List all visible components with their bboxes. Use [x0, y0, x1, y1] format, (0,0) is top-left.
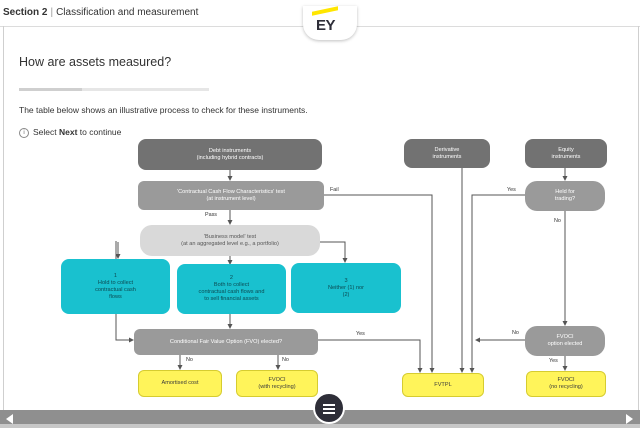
- page-title: How are assets measured?: [19, 55, 172, 69]
- intro-text: The table below shows an illustrative pr…: [19, 105, 308, 115]
- section-subtitle: Classification and measurement: [56, 7, 199, 18]
- debt-instruments-box: Debt instruments (including hybrid contr…: [138, 139, 322, 170]
- hamburger-menu-icon: [323, 408, 335, 410]
- pass-label: Pass: [205, 212, 217, 218]
- held-for-trading-box: Held for trading?: [525, 181, 605, 211]
- contractual-cash-flow-test-box: 'Contractual Cash Flow Characteristics' …: [138, 181, 324, 210]
- title-separator: |: [50, 7, 54, 18]
- progress-fill: [19, 88, 82, 91]
- fvoci-with-recycling-box: FVOCI (with recycling): [236, 370, 318, 397]
- derivative-instruments-box: Derivative instruments: [404, 139, 490, 168]
- business-model-test-box: 'Business model' test (at an aggregated …: [140, 225, 320, 256]
- fvo-no-label: No: [186, 357, 193, 363]
- option-no-label: No: [512, 330, 519, 336]
- fvoci-no-recycling-box: FVOCI (no recycling): [526, 371, 606, 397]
- instruction-text: i Select Next to continue: [19, 127, 121, 138]
- fvtpl-box: FVTPL: [402, 373, 484, 397]
- next-arrow-icon[interactable]: [626, 414, 633, 424]
- section-number: Section 2: [3, 7, 48, 18]
- fvoci-option-elected-box: FVOCI option elected: [525, 326, 605, 356]
- ey-logo-text: EY: [316, 17, 336, 34]
- fvoci-no-label: No: [282, 357, 289, 363]
- prev-arrow-icon[interactable]: [6, 414, 13, 424]
- progress-bar: [19, 88, 209, 91]
- fair-value-option-box: Conditional Fair Value Option (FVO) elec…: [134, 329, 318, 355]
- trading-yes-label: Yes: [507, 187, 516, 193]
- hold-to-collect-and-sell-box: 2 Both to collect contractual cash flows…: [177, 264, 286, 314]
- instruction-next: Next: [59, 127, 78, 137]
- hamburger-menu-icon: [323, 412, 335, 414]
- fail-label: Fail: [330, 187, 339, 193]
- equity-instruments-box: Equity instruments: [525, 139, 607, 168]
- instruction-prefix: Select: [33, 127, 59, 137]
- hamburger-menu-icon: [323, 404, 335, 406]
- neither-box: 3 Neither (1) nor (2): [291, 263, 401, 313]
- hold-to-collect-box: 1 Hold to collect contractual cash flows: [61, 259, 170, 314]
- menu-button[interactable]: [313, 392, 345, 424]
- fvo-yes-label: Yes: [356, 331, 365, 337]
- amortised-cost-box: Amortised cost: [138, 370, 222, 397]
- trading-no-label: No: [554, 218, 561, 224]
- option-yes-label: Yes: [549, 358, 558, 364]
- info-circle-icon: i: [19, 127, 29, 138]
- section-title: Section 2|Classification and measurement: [3, 7, 198, 18]
- instruction-suffix: to continue: [77, 127, 122, 137]
- bottom-strip: [0, 424, 640, 428]
